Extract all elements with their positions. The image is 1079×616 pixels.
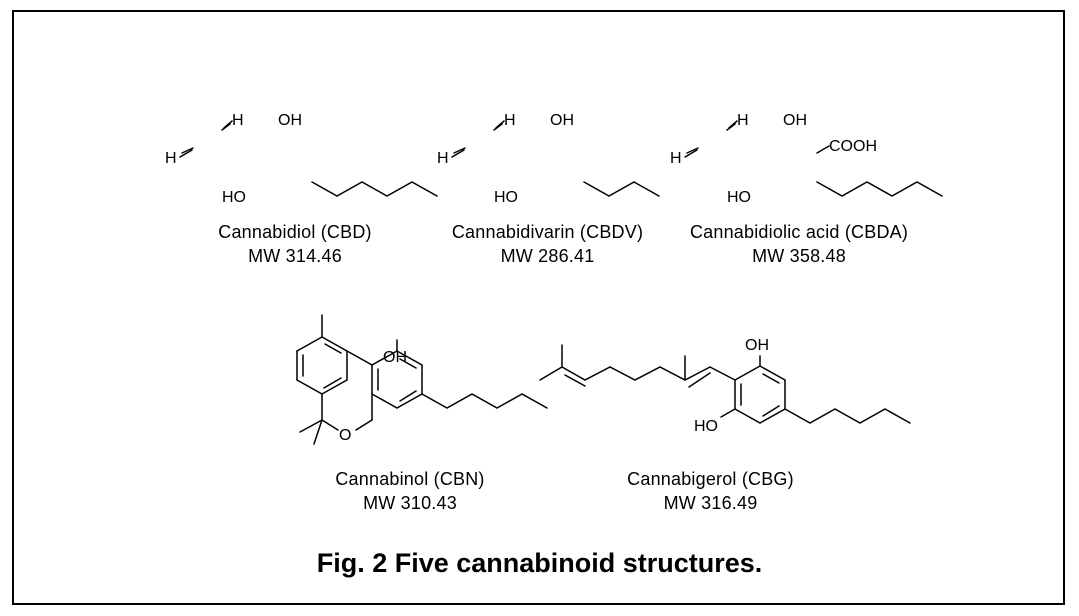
figure-caption: Fig. 2 Five cannabinoid structures.	[316, 548, 763, 578]
cbd-ho-label: HO	[222, 189, 246, 206]
cbn-o-label: O	[339, 427, 351, 444]
cbg-caption: Cannabigerol (CBG) MW 316.49	[598, 467, 823, 515]
cbg-mw: MW 316.49	[663, 493, 758, 513]
cbd-h-label-1: H	[232, 112, 244, 129]
cbg-name: Cannabigerol (CBG)	[627, 469, 794, 489]
cbd-name: Cannabidiol (CBD)	[218, 222, 372, 242]
cbdv-h-label-1: H	[504, 112, 516, 129]
cbd-caption: Cannabidiol (CBD) MW 314.46	[190, 220, 400, 268]
cbn-oh-label: OH	[383, 349, 407, 366]
cbd-mw: MW 314.46	[248, 246, 342, 266]
cbda-caption: Cannabidiolic acid (CBDA) MW 358.48	[668, 220, 930, 268]
cbn-mw: MW 310.43	[363, 493, 457, 513]
figure-frame	[12, 10, 1065, 605]
cbd-oh-label: OH	[278, 112, 302, 129]
cbda-cooh-label: COOH	[829, 138, 877, 155]
cbd-structure: H H OH HO	[165, 66, 438, 206]
cbda-h-label-2: H	[670, 150, 682, 167]
cbda-mw: MW 358.48	[752, 246, 846, 266]
cbdv-oh-label: OH	[550, 112, 574, 129]
cbn-name: Cannabinol (CBN)	[335, 469, 485, 489]
cbda-structure: H H OH HO COOH	[670, 66, 943, 206]
cbdv-name: Cannabidivarin (CBDV)	[451, 222, 644, 242]
cbdv-ho-label: HO	[494, 189, 518, 206]
cbdv-caption: Cannabidivarin (CBDV) MW 286.41	[430, 220, 665, 268]
cbdv-h-label-2: H	[437, 150, 449, 167]
cbn-caption: Cannabinol (CBN) MW 310.43	[310, 467, 510, 515]
cbg-structure: OH HO	[539, 337, 911, 435]
cbn-structure: O OH	[296, 314, 548, 445]
cbdv-structure: H H OH HO	[437, 66, 660, 206]
cbda-oh-label: OH	[783, 112, 807, 129]
cbg-oh-label: OH	[745, 337, 769, 354]
cbd-h-label-2: H	[165, 150, 177, 167]
cbda-name: Cannabidiolic acid (CBDA)	[689, 222, 909, 242]
cbda-h-label-1: H	[737, 112, 749, 129]
cbg-ho-label: HO	[694, 418, 718, 435]
cbda-ho-label: HO	[727, 189, 751, 206]
cbdv-mw: MW 286.41	[500, 246, 595, 266]
